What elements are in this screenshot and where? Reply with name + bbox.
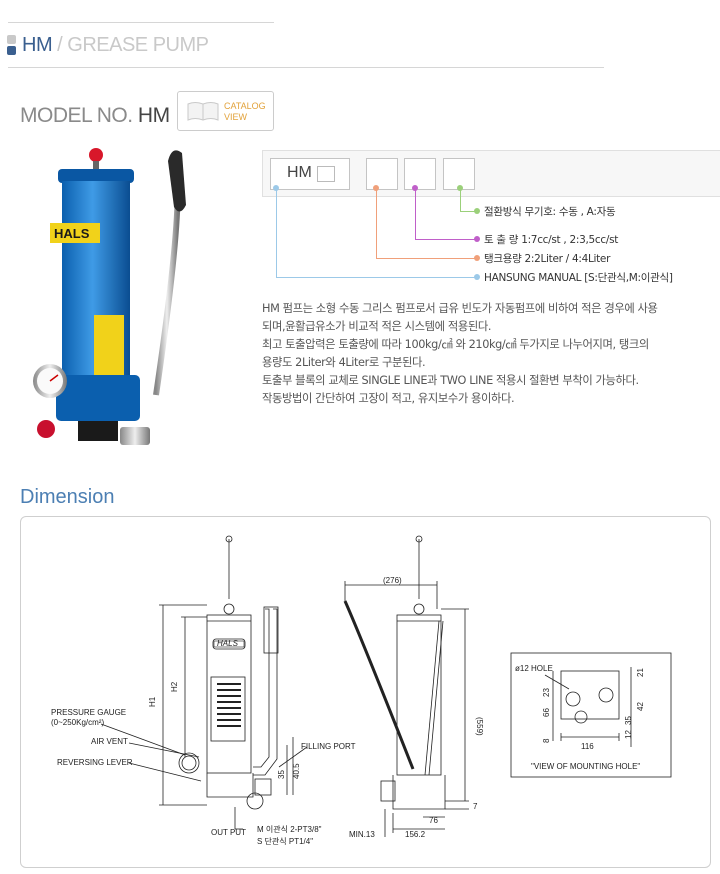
- book-icon: [187, 102, 219, 121]
- top-rule: [8, 22, 274, 23]
- product-image: HALS: [33, 148, 186, 445]
- m-type-label: M 이관식 2-PT3/8": [257, 824, 322, 834]
- h1-label: H1: [148, 696, 157, 707]
- dim-405-label: 40.5: [292, 763, 301, 779]
- mount-116-label: 116: [581, 742, 594, 751]
- air-vent-label: AIR VENT: [91, 737, 128, 746]
- front-brand: HALS: [217, 639, 239, 648]
- catalog-view-button[interactable]: CATALOG VIEW: [177, 91, 274, 131]
- dimension-title: Dimension: [20, 486, 115, 508]
- label-tank: 탱크용량 2:2Liter / 4:4Liter: [484, 253, 611, 265]
- mount-8-label: 8: [542, 738, 551, 743]
- handle-grip: [168, 150, 186, 212]
- dot-orange-top: [373, 185, 379, 191]
- min13-label: MIN.13: [349, 830, 375, 839]
- mount-caption: "VIEW OF MOUNTING HOLE": [531, 762, 640, 771]
- dot-blue: [474, 274, 480, 280]
- dim-559-label: (559): [475, 717, 484, 736]
- code-blank-s: [317, 166, 335, 182]
- catalog-label: CATALOG VIEW: [224, 101, 266, 123]
- reversing-lever-label: REVERSING LEVER: [57, 758, 133, 767]
- dim-76-label: 76: [429, 816, 438, 825]
- mount-12-label: 12: [624, 730, 633, 739]
- dim-276-label: (276): [383, 576, 402, 585]
- dim-1562-label: 156.2: [405, 830, 426, 839]
- label-switch: 절환방식 무기호: 수동 , A:자동: [484, 206, 616, 218]
- out-put-label: OUT PUT: [211, 828, 246, 837]
- model-title: MODEL NO. HM: [20, 104, 170, 128]
- catalog-line1: CATALOG: [224, 101, 266, 111]
- code-box-tank: [366, 158, 398, 190]
- pressure-gauge-label: PRESSURE GAUGE: [51, 708, 126, 717]
- description-line: 되며,윤활급유소가 비교적 적은 시스템에 적용된다.: [262, 320, 492, 333]
- dot-orange: [474, 255, 480, 261]
- description-line: 최고 토출압력은 토출량에 따라 100kg/㎠ 와 210kg/㎠ 두가지로 …: [262, 338, 649, 351]
- breadcrumb-code: HM: [22, 34, 53, 56]
- breadcrumb-sep: /: [52, 34, 68, 56]
- breadcrumb: HM / GREASE PUMP: [22, 34, 209, 57]
- dimension-drawing: HALS PRESSURE GAUGE (0~250Kg/cm²) AIR VE…: [51, 535, 672, 846]
- description-line: HM 펌프는 소형 수동 그리스 펌프로서 급유 빈도가 자동펌프에 비하여 적…: [262, 302, 658, 315]
- mount-23-label: 23: [542, 688, 551, 697]
- code-prefix: HM: [287, 164, 312, 181]
- pressure-range-label: (0~250Kg/cm²): [51, 718, 104, 727]
- filling-port-label: FILLING PORT: [301, 742, 356, 751]
- description-line: 토출부 블록의 교체로 SINGLE LINE과 TWO LINE 적용시 절환…: [262, 374, 639, 387]
- mount-42-label: 42: [636, 702, 645, 711]
- description-line: 용량도 2Liter와 4Liter로 구분된다.: [262, 356, 426, 369]
- dot-green-top: [457, 185, 463, 191]
- dim-35-label: 35: [277, 770, 286, 779]
- dot-green: [474, 208, 480, 214]
- model-code: HM: [137, 104, 170, 127]
- s-type-label: S 단관식 PT1/4": [257, 836, 313, 846]
- header-rule: [8, 67, 604, 68]
- catalog-line2: VIEW: [224, 112, 248, 122]
- label-manual: HANSUNG MANUAL [S:단관식,M:이관식]: [484, 272, 673, 284]
- mount-21-label: 21: [636, 668, 645, 677]
- ball-knob: [89, 148, 103, 162]
- h2-label: H2: [170, 681, 179, 692]
- bullet-top: [7, 35, 16, 44]
- model-prefix: MODEL NO.: [20, 104, 133, 127]
- bullet-bottom: [7, 46, 16, 55]
- hole-label: ø12 HOLE: [515, 664, 553, 673]
- mount-66-label: 66: [542, 708, 551, 717]
- label-discharge: 토 출 량 1:7cc/st , 2:3,5cc/st: [484, 234, 619, 246]
- dot-blue-top: [273, 185, 279, 191]
- dot-purple: [474, 236, 480, 242]
- description-line: 작동방법이 간단하여 고장이 적고, 유지보수가 용이하다.: [262, 392, 515, 405]
- dot-purple-top: [412, 185, 418, 191]
- mount-35-label: 35: [624, 716, 633, 725]
- breadcrumb-name: GREASE PUMP: [67, 34, 209, 56]
- description: HM 펌프는 소형 수동 그리스 펌프로서 급유 빈도가 자동펌프에 비하여 적…: [262, 300, 712, 408]
- product-brand-label: HALS: [54, 226, 90, 241]
- code-box-discharge: [404, 158, 436, 190]
- dim-7-label: 7: [473, 802, 478, 811]
- code-box-prefix: HM: [270, 158, 350, 190]
- dimension-panel: HALS PRESSURE GAUGE (0~250Kg/cm²) AIR VE…: [20, 516, 711, 868]
